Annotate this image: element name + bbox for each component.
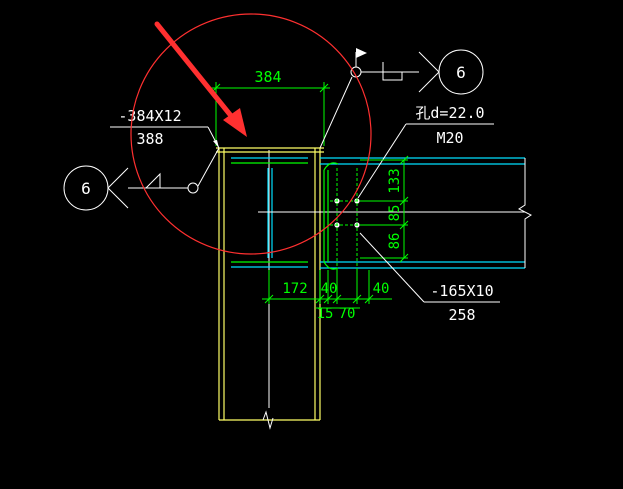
beam [320,157,525,269]
dim-40-right: 40 [373,281,390,297]
weld-symbol-right [319,49,484,149]
dim-86: 86 [387,233,403,250]
dim-70: 70 [339,306,356,322]
bolt-hole-spec: 孔d=22.0 [415,104,484,122]
cap-plate-spec: -384X12 [118,107,181,125]
column [218,148,321,421]
end-plate-spec: -165X10 [430,282,493,300]
dim-85: 85 [387,205,403,222]
dim-15: 15 [317,306,334,322]
cap-plate-leader [110,126,220,149]
cap-plate-length: 388 [136,130,163,148]
flag-icon [356,48,367,58]
bolts [334,198,360,228]
cap-plate [216,147,324,153]
bolt-leader [357,123,494,199]
dim-384-label: 384 [254,68,281,86]
highlight-circle [130,13,372,255]
dim-cap-width [211,82,330,146]
beam-break [518,158,532,268]
end-plate-leader [359,232,500,303]
weld-symbol-left [63,147,220,211]
dim-133: 133 [387,168,403,193]
inner-members [231,157,308,268]
dim-horizontal [262,270,392,309]
dim-172: 172 [282,281,307,297]
red-arrow-icon [154,21,247,137]
dim-40-left: 40 [321,281,338,297]
weld-size-right: 6 [456,63,466,82]
bolt-spec: M20 [436,129,463,147]
end-plate-length: 258 [448,306,475,324]
weld-size-left: 6 [81,179,91,198]
end-plate [323,162,339,270]
